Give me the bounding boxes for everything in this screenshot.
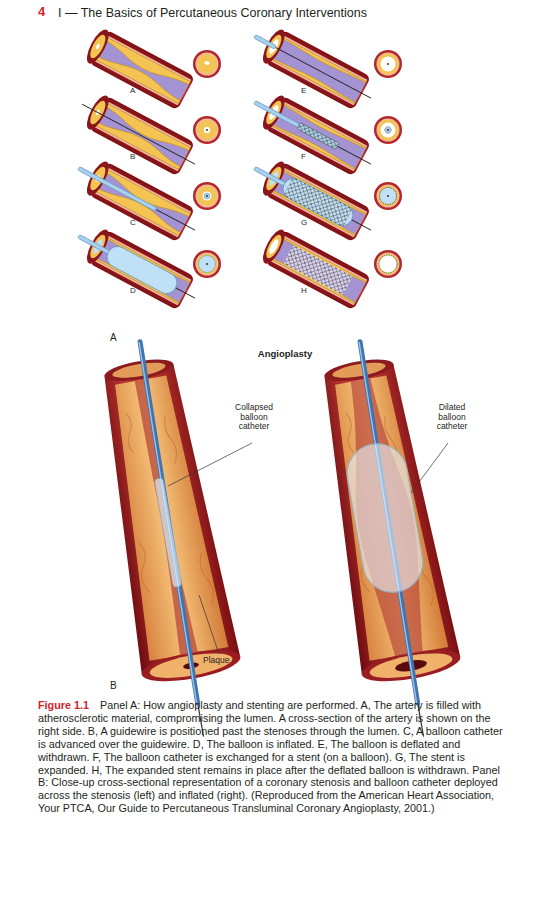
stenosis-collapsed-balloon <box>85 334 253 745</box>
artery-step-h <box>259 226 402 310</box>
step-letter: G <box>301 219 307 228</box>
artery-step-c <box>70 151 221 247</box>
stenosis-dilated-balloon <box>305 334 473 745</box>
step-letter: A <box>130 87 135 96</box>
step-letter: C <box>130 219 136 228</box>
step-letter: E <box>301 87 306 96</box>
callout-label: Collapsed balloon catheter <box>226 403 282 432</box>
figure-caption: Panel A: How angioplasty and stenting ar… <box>38 699 506 815</box>
artery-step-g <box>246 151 402 247</box>
running-header: I — The Basics of Percutaneous Coronary … <box>58 6 367 20</box>
panel-letter: A <box>110 332 117 343</box>
figure-number: Figure 1.1 <box>38 699 89 711</box>
artery-step-b <box>73 87 221 181</box>
callout-label: Dilated balloon catheter <box>424 403 480 432</box>
artery-step-e <box>246 19 402 115</box>
step-letter: B <box>130 153 135 162</box>
step-letter: H <box>301 287 307 296</box>
leader-lines <box>168 443 448 654</box>
callout-label: Plaque <box>203 656 229 666</box>
artery-step-f <box>246 85 402 181</box>
panel-heading: Angioplasty <box>230 349 340 360</box>
artery-step-d <box>70 219 221 315</box>
page-number: 4 <box>38 5 45 20</box>
step-letter: D <box>130 287 136 296</box>
step-letter: F <box>301 153 306 162</box>
panel-letter: B <box>110 680 117 691</box>
